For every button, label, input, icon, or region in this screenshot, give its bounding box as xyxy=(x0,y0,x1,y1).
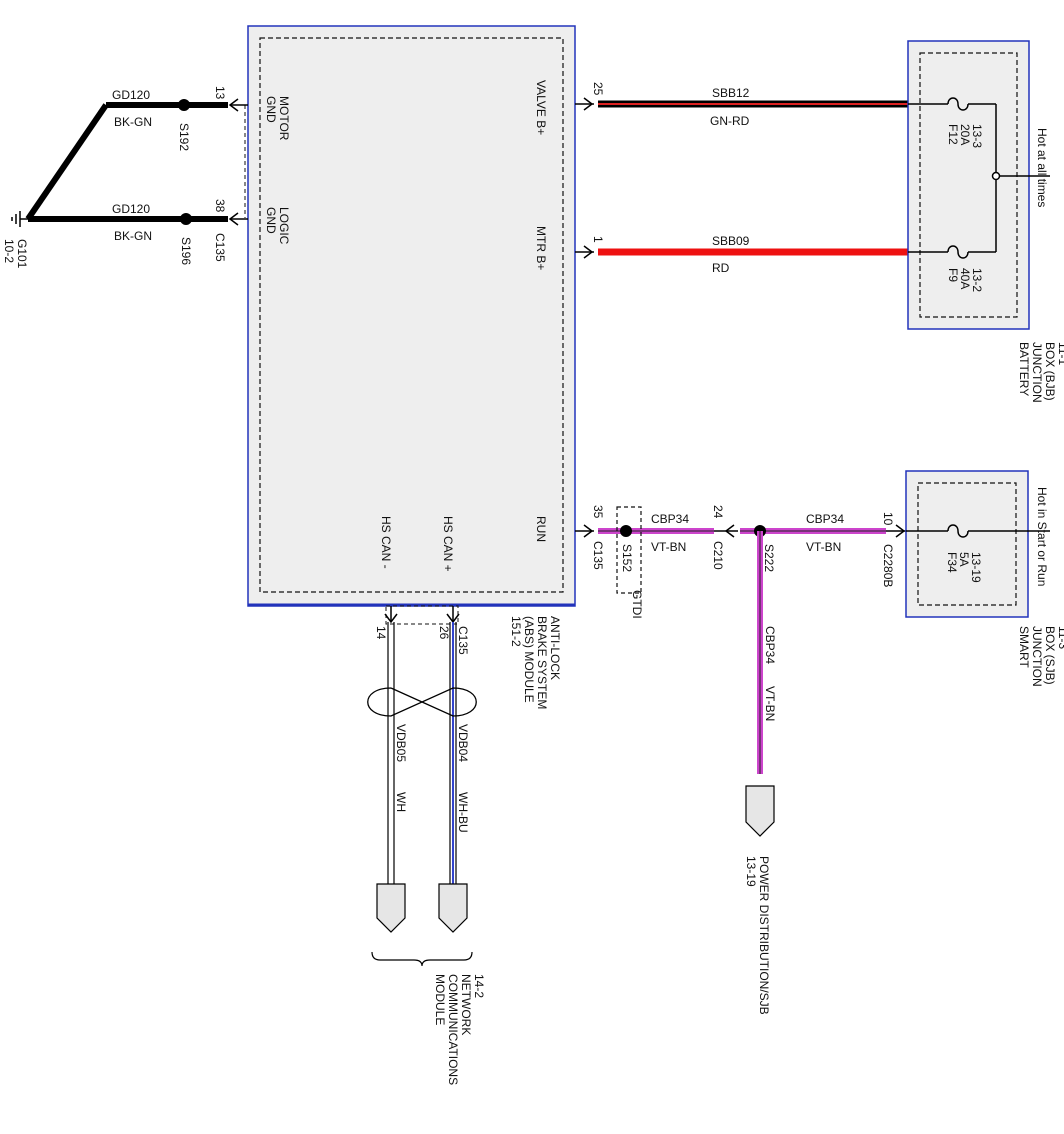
splice-s152-note: GTDI xyxy=(630,590,644,619)
vdb04-circuit: VDB04 xyxy=(456,724,470,762)
splice-s222-label: S222 xyxy=(762,544,776,572)
pin-1-number: 1 xyxy=(591,236,605,243)
sjb-inner-border xyxy=(917,482,1017,606)
run-label: RUN xyxy=(534,516,548,542)
sjb-hot-note: Hot in Start or Run xyxy=(1035,487,1049,586)
fuse-f34-label: F345A13-19 xyxy=(945,552,983,583)
fuse-f9-label: F940A13-2 xyxy=(946,268,984,292)
gd120-bottom-circuit: GD120 xyxy=(112,202,150,216)
pin-35-number: 35 xyxy=(591,505,605,519)
ground-circuit: GD120 BK-GN GD120 BK-GN S192 S196 13 38 … xyxy=(2,86,248,269)
sjb-name: SMARTJUNCTIONBOX (SJB)11-3 xyxy=(1017,626,1064,687)
pin-24-number: 24 xyxy=(711,505,725,519)
pin-1-terminal-icon xyxy=(583,245,594,259)
sbb12-circuit: SBB12 xyxy=(712,86,750,100)
fuse-f12-icon xyxy=(947,97,969,111)
fuse-f12-label: F1220A13-3 xyxy=(946,124,984,148)
power-distribution-label: POWER DISTRIBUTION/SJB13-19 xyxy=(744,856,771,1015)
abs-module-name: ANTI-LOCKBRAKE SYSTEM(ABS) MODULE151-2 xyxy=(509,616,562,709)
fuse-f34-icon xyxy=(947,524,969,538)
splice-s152-dot xyxy=(620,525,632,537)
can-plus-arrow-icon xyxy=(438,883,468,933)
pin-26-number: 26 xyxy=(437,626,451,640)
pin-35-terminal-icon xyxy=(583,524,594,538)
hs-can-minus-label: HS CAN - xyxy=(379,516,393,569)
bjb-name: BATTERYJUNCTIONBOX (BJB)11-1 xyxy=(1017,342,1064,403)
cbp34-down-color: VT-BN xyxy=(763,686,777,721)
can-bus: 14 VDB05 WH 26 C135 VDB04 WH-BU MODULECO… xyxy=(367,605,486,1085)
splice-s192-dot xyxy=(178,99,190,111)
sbb12-color: GN-RD xyxy=(710,114,750,128)
gd120-bottom-color: BK-GN xyxy=(114,229,152,243)
motor-circuit: 1 SBB09 RD xyxy=(575,234,908,275)
splice-s196-dot xyxy=(180,213,192,225)
ground-g101-label: G10110-2 xyxy=(2,239,29,269)
cbp34-down-circuit: CBP34 xyxy=(763,626,777,664)
bjb-box xyxy=(907,40,1030,330)
pin-38-number: 38 xyxy=(213,199,227,213)
logic-gnd-label: LOGICGND xyxy=(264,207,291,245)
hs-can-plus-label: HS CAN + xyxy=(441,516,455,572)
fuse-f9-icon xyxy=(947,245,969,259)
vdb05-circuit: VDB05 xyxy=(394,724,408,762)
abs-module-box xyxy=(247,25,576,607)
run-circuit: 35 C135 CBP34 VT-BN S152 GTDI 24 C210 CB… xyxy=(575,505,906,1015)
abs-module-inner-border xyxy=(259,37,564,593)
connector-c2280b-label: C2280B xyxy=(881,544,895,587)
pin-13-number: 13 xyxy=(213,86,227,100)
battery-junction-box: F1220A13-3 F940A13-2 Hot at all times BA… xyxy=(907,40,1064,403)
sbb09-circuit: SBB09 xyxy=(712,234,750,248)
abs-module: MOTORGND LOGICGND VALVE B+ MTR B+ RUN HS… xyxy=(244,25,576,709)
gd120-top-color: BK-GN xyxy=(114,115,152,129)
vdb04-color: WH-BU xyxy=(456,792,470,833)
connector-c135-run: C135 xyxy=(591,541,605,570)
power-distribution-arrow-icon xyxy=(745,785,775,837)
connector-c210-label: C210 xyxy=(711,541,725,570)
splice-s152-label: S152 xyxy=(620,544,634,572)
bjb-inner-border xyxy=(919,52,1018,318)
splice-s196-label: S196 xyxy=(179,237,193,265)
cbp34-left-circuit: CBP34 xyxy=(651,512,689,526)
pin-25-terminal-icon xyxy=(583,97,594,111)
bjb-hot-note: Hot at all times xyxy=(1035,128,1049,207)
twisted-pair-icon xyxy=(367,687,477,717)
ground-wire-diagonal xyxy=(25,103,109,221)
valve-circuit: 25 SBB12 GN-RD xyxy=(575,82,908,128)
sbb09-color: RD xyxy=(712,261,730,275)
connector-c135-gnd: C135 xyxy=(213,233,227,262)
can-minus-arrow-icon xyxy=(376,883,406,933)
can-destination-brace xyxy=(371,951,473,967)
pin-14-number: 14 xyxy=(374,626,388,640)
mtr-b-label: MTR B+ xyxy=(534,226,548,270)
splice-s192-label: S192 xyxy=(177,123,191,151)
bjb-bus-node-icon xyxy=(991,171,1001,181)
sjb-box xyxy=(905,470,1029,618)
cbp34-right-color: VT-BN xyxy=(806,540,841,554)
motor-gnd-label: MOTORGND xyxy=(264,96,291,141)
valve-b-label: VALVE B+ xyxy=(534,80,548,135)
can-destination-label: MODULECOMMUNICATIONSNETWORK14-2 xyxy=(433,974,486,1085)
cbp34-left-color: VT-BN xyxy=(651,540,686,554)
pin-10-number: 10 xyxy=(881,512,895,526)
pin-25-number: 25 xyxy=(591,82,605,96)
smart-junction-box: F345A13-19 Hot in Start or Run SMARTJUNC… xyxy=(905,470,1064,687)
gd120-top-circuit: GD120 xyxy=(112,88,150,102)
vdb05-color: WH xyxy=(394,792,408,812)
connector-c135-can: C135 xyxy=(456,626,470,655)
splice-s152-dashed-box xyxy=(616,506,642,594)
ground-symbol-icon xyxy=(11,211,28,227)
cbp34-right-circuit: CBP34 xyxy=(806,512,844,526)
